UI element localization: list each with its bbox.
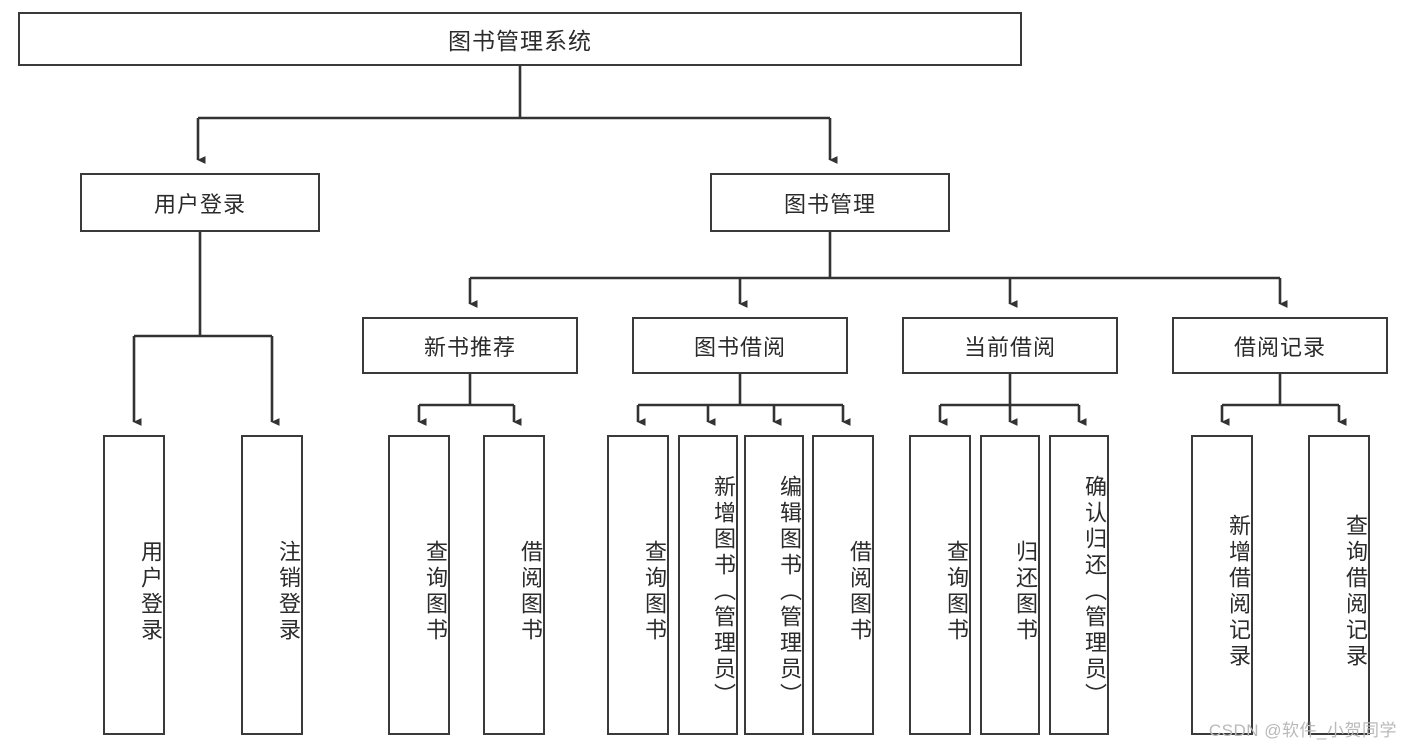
leaf-query-books-current[interactable]: 查询图书 — [909, 435, 971, 735]
node-label: 编辑图书（管理员） — [777, 475, 802, 709]
node-label: 确认归还（管理员） — [1082, 475, 1107, 709]
node-label: 查询图书 — [642, 540, 667, 644]
node-label: 新增借阅记录 — [1226, 514, 1251, 670]
leaf-confirm-return-admin[interactable]: 确认归还（管理员） — [1049, 435, 1109, 735]
node-borrow-records[interactable]: 借阅记录 — [1172, 317, 1388, 374]
leaf-return-books[interactable]: 归还图书 — [980, 435, 1040, 735]
leaf-borrow-books[interactable]: 借阅图书 — [812, 435, 874, 735]
node-label: 图书管理系统 — [448, 28, 592, 54]
leaf-edit-book-admin[interactable]: 编辑图书（管理员） — [744, 435, 804, 735]
node-label: 借阅图书 — [518, 540, 543, 644]
node-label: 借阅图书 — [847, 540, 872, 644]
leaf-query-books-borrow[interactable]: 查询图书 — [607, 435, 669, 735]
node-root-book-management-system[interactable]: 图书管理系统 — [18, 12, 1022, 66]
node-label: 查询图书 — [423, 540, 448, 644]
leaf-query-borrow-record[interactable]: 查询借阅记录 — [1308, 435, 1370, 735]
node-label: 归还图书 — [1013, 540, 1038, 644]
node-label: 当前借阅 — [963, 334, 1056, 360]
node-label: 注销登录 — [276, 540, 301, 644]
node-current-borrowing[interactable]: 当前借阅 — [902, 317, 1118, 374]
leaf-query-books-new-rec[interactable]: 查询图书 — [388, 435, 450, 735]
node-label: 借阅记录 — [1233, 334, 1326, 360]
node-new-book-recommendation[interactable]: 新书推荐 — [362, 317, 578, 374]
node-label: 用户登录 — [138, 540, 163, 644]
leaf-add-book-admin[interactable]: 新增图书（管理员） — [678, 435, 738, 735]
node-label: 图书管理 — [783, 191, 876, 217]
leaf-borrow-books-new-rec[interactable]: 借阅图书 — [483, 435, 545, 735]
leaf-logout[interactable]: 注销登录 — [241, 435, 303, 735]
node-label: 新书推荐 — [423, 334, 516, 360]
node-label: 用户登录 — [153, 191, 246, 217]
node-label: 新增图书（管理员） — [711, 475, 736, 709]
node-book-management[interactable]: 图书管理 — [710, 173, 950, 232]
watermark-text: CSDN @软件_小贺同学 — [1208, 721, 1397, 740]
node-label: 查询借阅记录 — [1343, 514, 1368, 670]
node-label: 图书借阅 — [693, 334, 786, 360]
leaf-user-login[interactable]: 用户登录 — [103, 435, 165, 735]
leaf-add-borrow-record[interactable]: 新增借阅记录 — [1191, 435, 1253, 735]
node-label: 查询图书 — [944, 540, 969, 644]
node-user-login[interactable]: 用户登录 — [80, 173, 320, 232]
node-book-borrowing[interactable]: 图书借阅 — [632, 317, 848, 374]
